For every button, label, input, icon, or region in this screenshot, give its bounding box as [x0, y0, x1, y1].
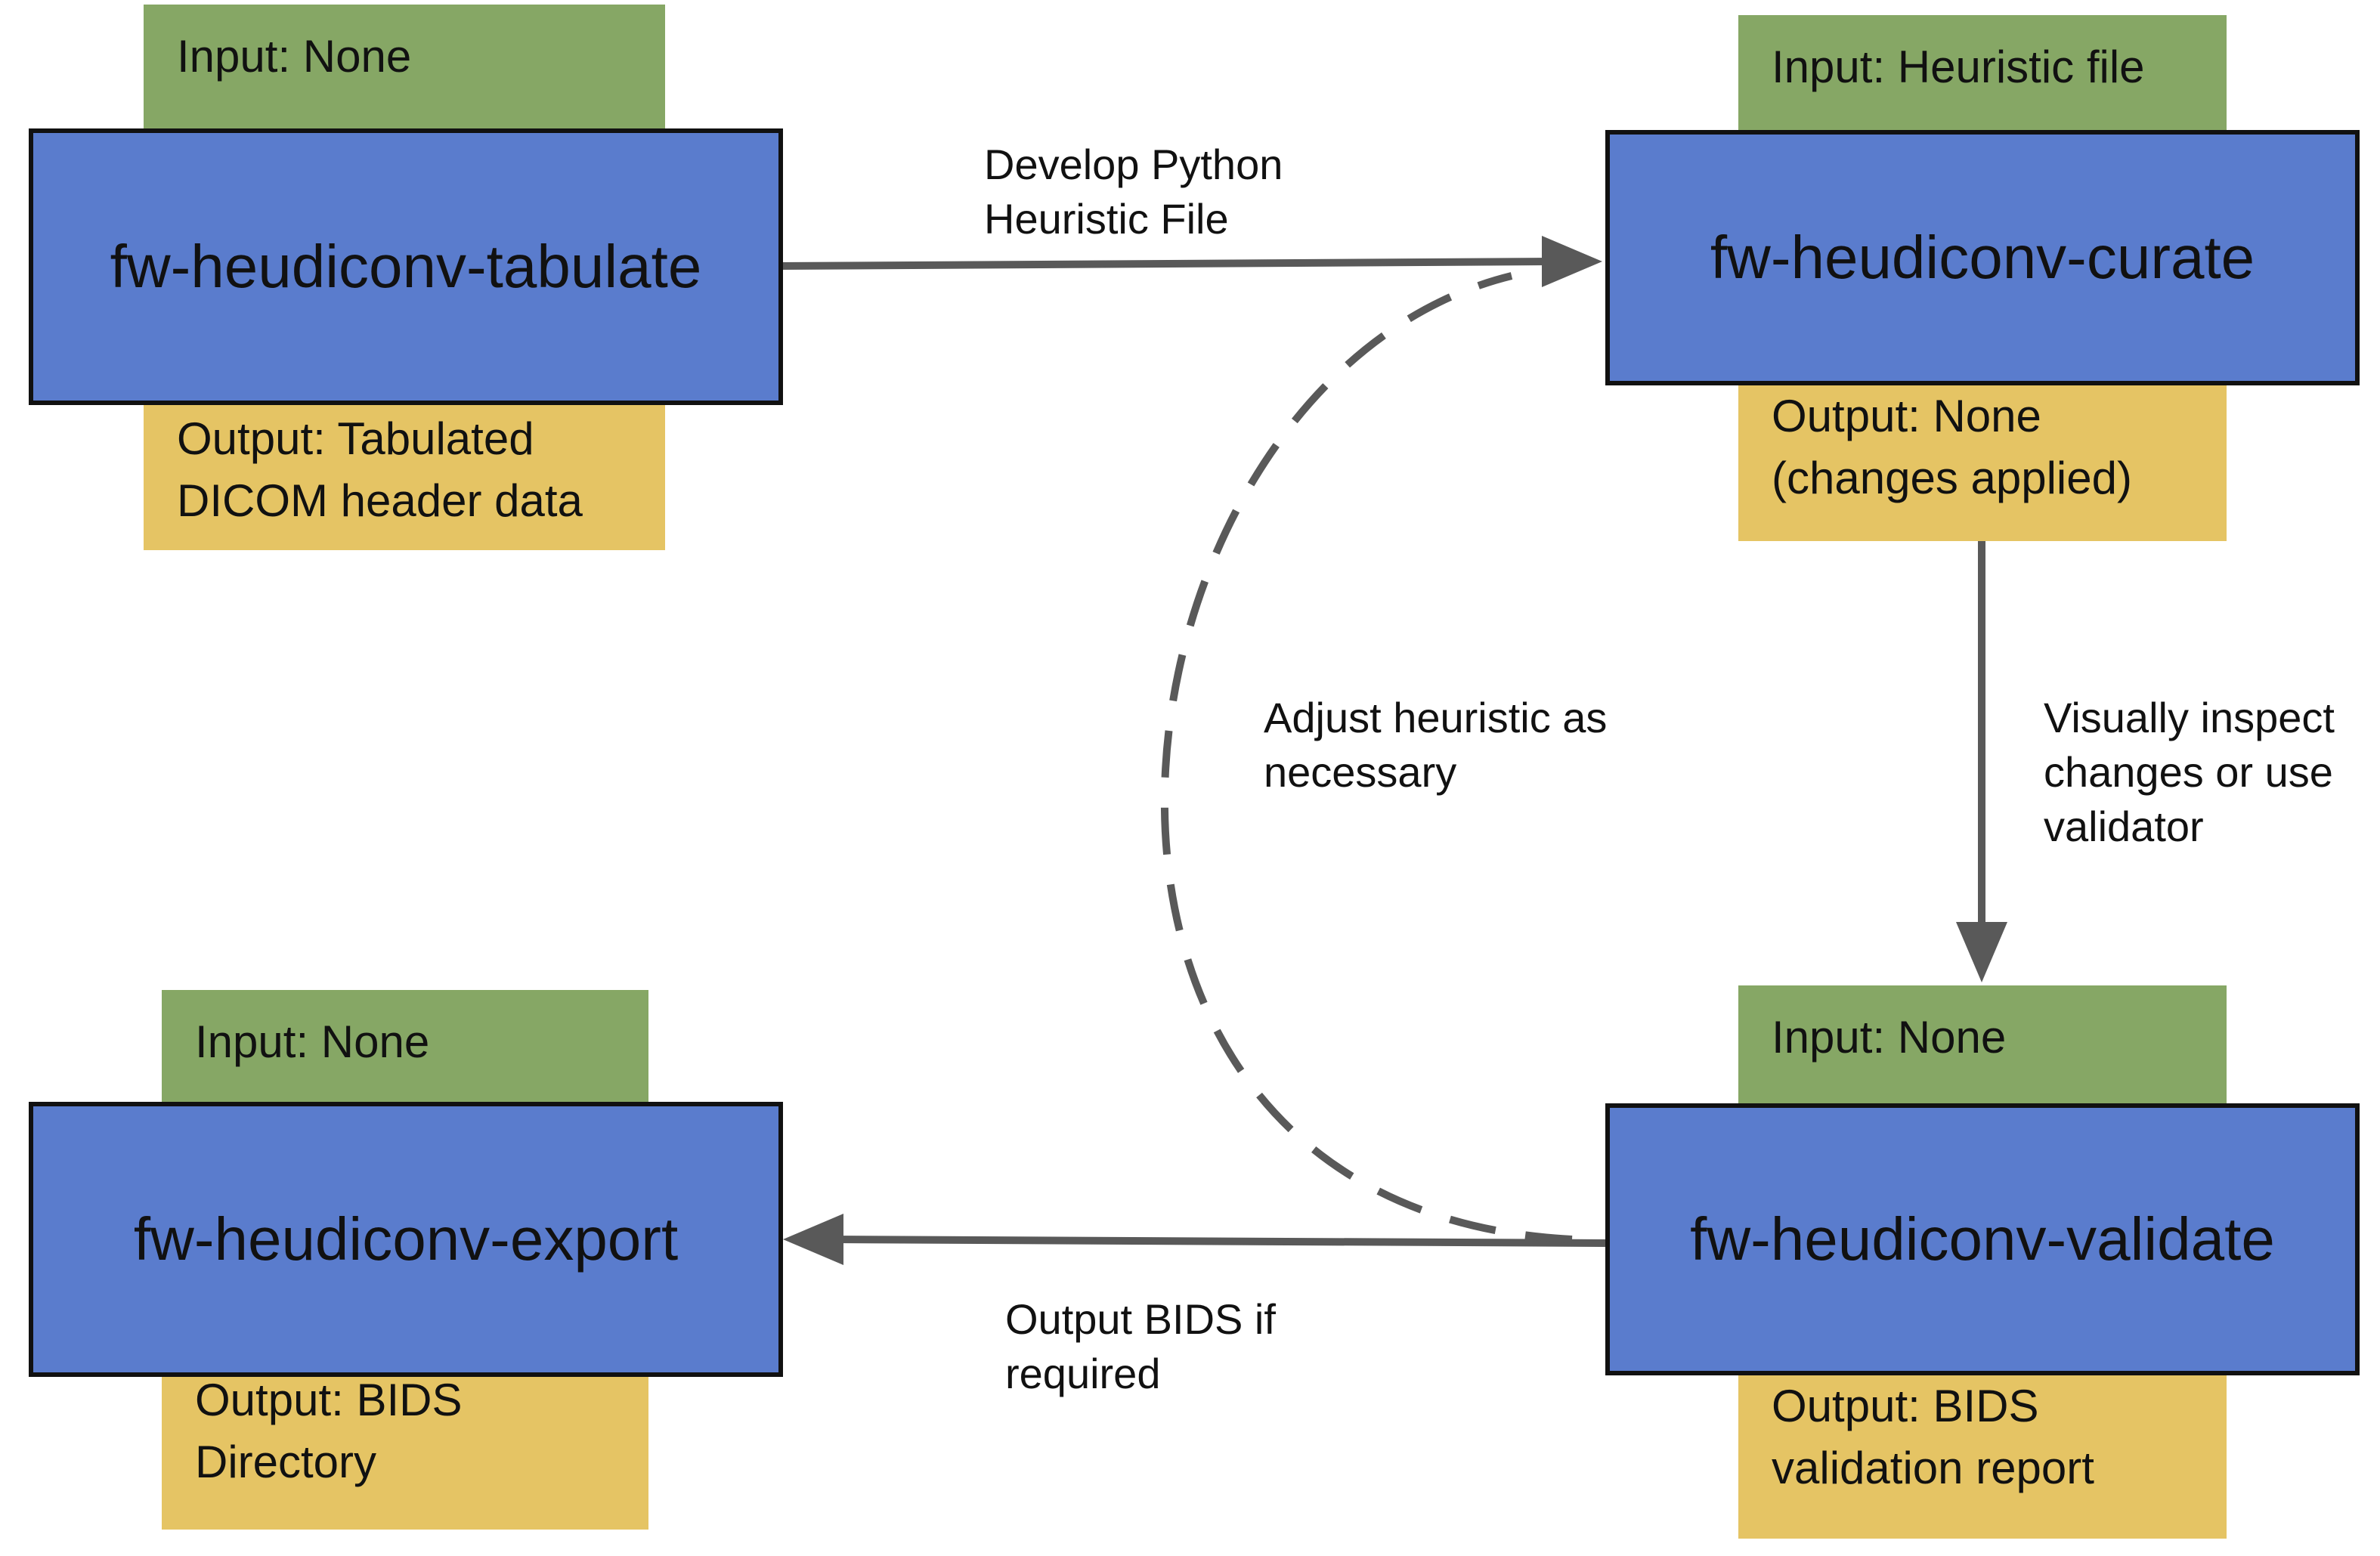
curate-output-line-1: Output: None: [1772, 391, 2041, 441]
export-output-line-2: Directory: [195, 1437, 377, 1487]
edge-label-adjust-heuristic-line-2: necessary: [1264, 748, 1457, 796]
edge-label-visually-inspect-line-3: validator: [2044, 803, 2204, 850]
tabulate-input-tag: Input: None: [144, 5, 665, 135]
validate-output-tag: Output: BIDS validation report: [1738, 1368, 2227, 1539]
arrow-validate-to-export: [831, 1236, 1606, 1247]
export-output-tag: Output: BIDS Directory: [162, 1362, 648, 1530]
edge-label-develop-heuristic-line-2: Heuristic File: [984, 195, 1229, 243]
edge-label-visually-inspect-line-2: changes or use: [2044, 748, 2333, 796]
edge-label-develop-heuristic-line-1: Develop Python: [984, 141, 1283, 188]
curate-output-line-2: (changes applied): [1772, 453, 2132, 503]
arrow-tabulate-to-curate: [778, 258, 1550, 270]
curate-input-tag: Input: Heuristic file: [1738, 15, 2227, 145]
arrowhead-curate: [1542, 236, 1602, 287]
validate-output-line-1: Output: BIDS: [1772, 1381, 2039, 1431]
curate-output-tag: Output: None (changes applied): [1738, 378, 2227, 541]
export-input-label: Input: None: [195, 1016, 430, 1067]
node-export: fw-heudiconv-export: [29, 1102, 783, 1377]
tabulate-output-tag: Output: Tabulated DICOM header data: [144, 401, 665, 550]
tabulate-input-label: Input: None: [177, 31, 412, 82]
edge-label-visually-inspect-line-1: Visually inspect: [2044, 694, 2335, 741]
edge-label-output-bids-line-2: required: [1005, 1350, 1161, 1397]
tabulate-output-line-1: Output: Tabulated: [177, 413, 534, 464]
tabulate-output-line-2: DICOM header data: [177, 475, 583, 526]
node-tabulate-title: fw-heudiconv-tabulate: [110, 233, 702, 300]
validate-output-line-2: validation report: [1772, 1443, 2094, 1493]
node-validate: fw-heudiconv-validate: [1605, 1103, 2360, 1375]
arrowhead-validate: [1956, 922, 2007, 982]
export-input-tag: Input: None: [162, 990, 648, 1120]
export-output-line-1: Output: BIDS: [195, 1375, 463, 1425]
edge-label-adjust-heuristic: Adjust heuristic as necessary: [1264, 691, 1607, 800]
node-curate-title: fw-heudiconv-curate: [1710, 224, 2255, 291]
edge-label-visually-inspect: Visually inspect changes or use validato…: [2044, 691, 2335, 854]
edge-label-adjust-heuristic-line-1: Adjust heuristic as: [1264, 694, 1608, 741]
edge-label-output-bids-line-1: Output BIDS if: [1005, 1295, 1276, 1343]
edge-label-develop-heuristic: Develop Python Heuristic File: [984, 138, 1283, 246]
arrowhead-export: [783, 1214, 843, 1265]
dashed-loop-validate-to-curate: [1161, 272, 1573, 1243]
node-export-title: fw-heudiconv-export: [133, 1205, 679, 1273]
node-validate-title: fw-heudiconv-validate: [1690, 1205, 2275, 1273]
curate-input-label: Input: Heuristic file: [1772, 42, 2145, 92]
validate-input-label: Input: None: [1772, 1012, 2007, 1063]
node-tabulate: fw-heudiconv-tabulate: [29, 128, 783, 405]
edge-label-output-bids: Output BIDS if required: [1005, 1292, 1276, 1401]
node-curate: fw-heudiconv-curate: [1605, 130, 2360, 385]
validate-input-tag: Input: None: [1738, 985, 2227, 1115]
